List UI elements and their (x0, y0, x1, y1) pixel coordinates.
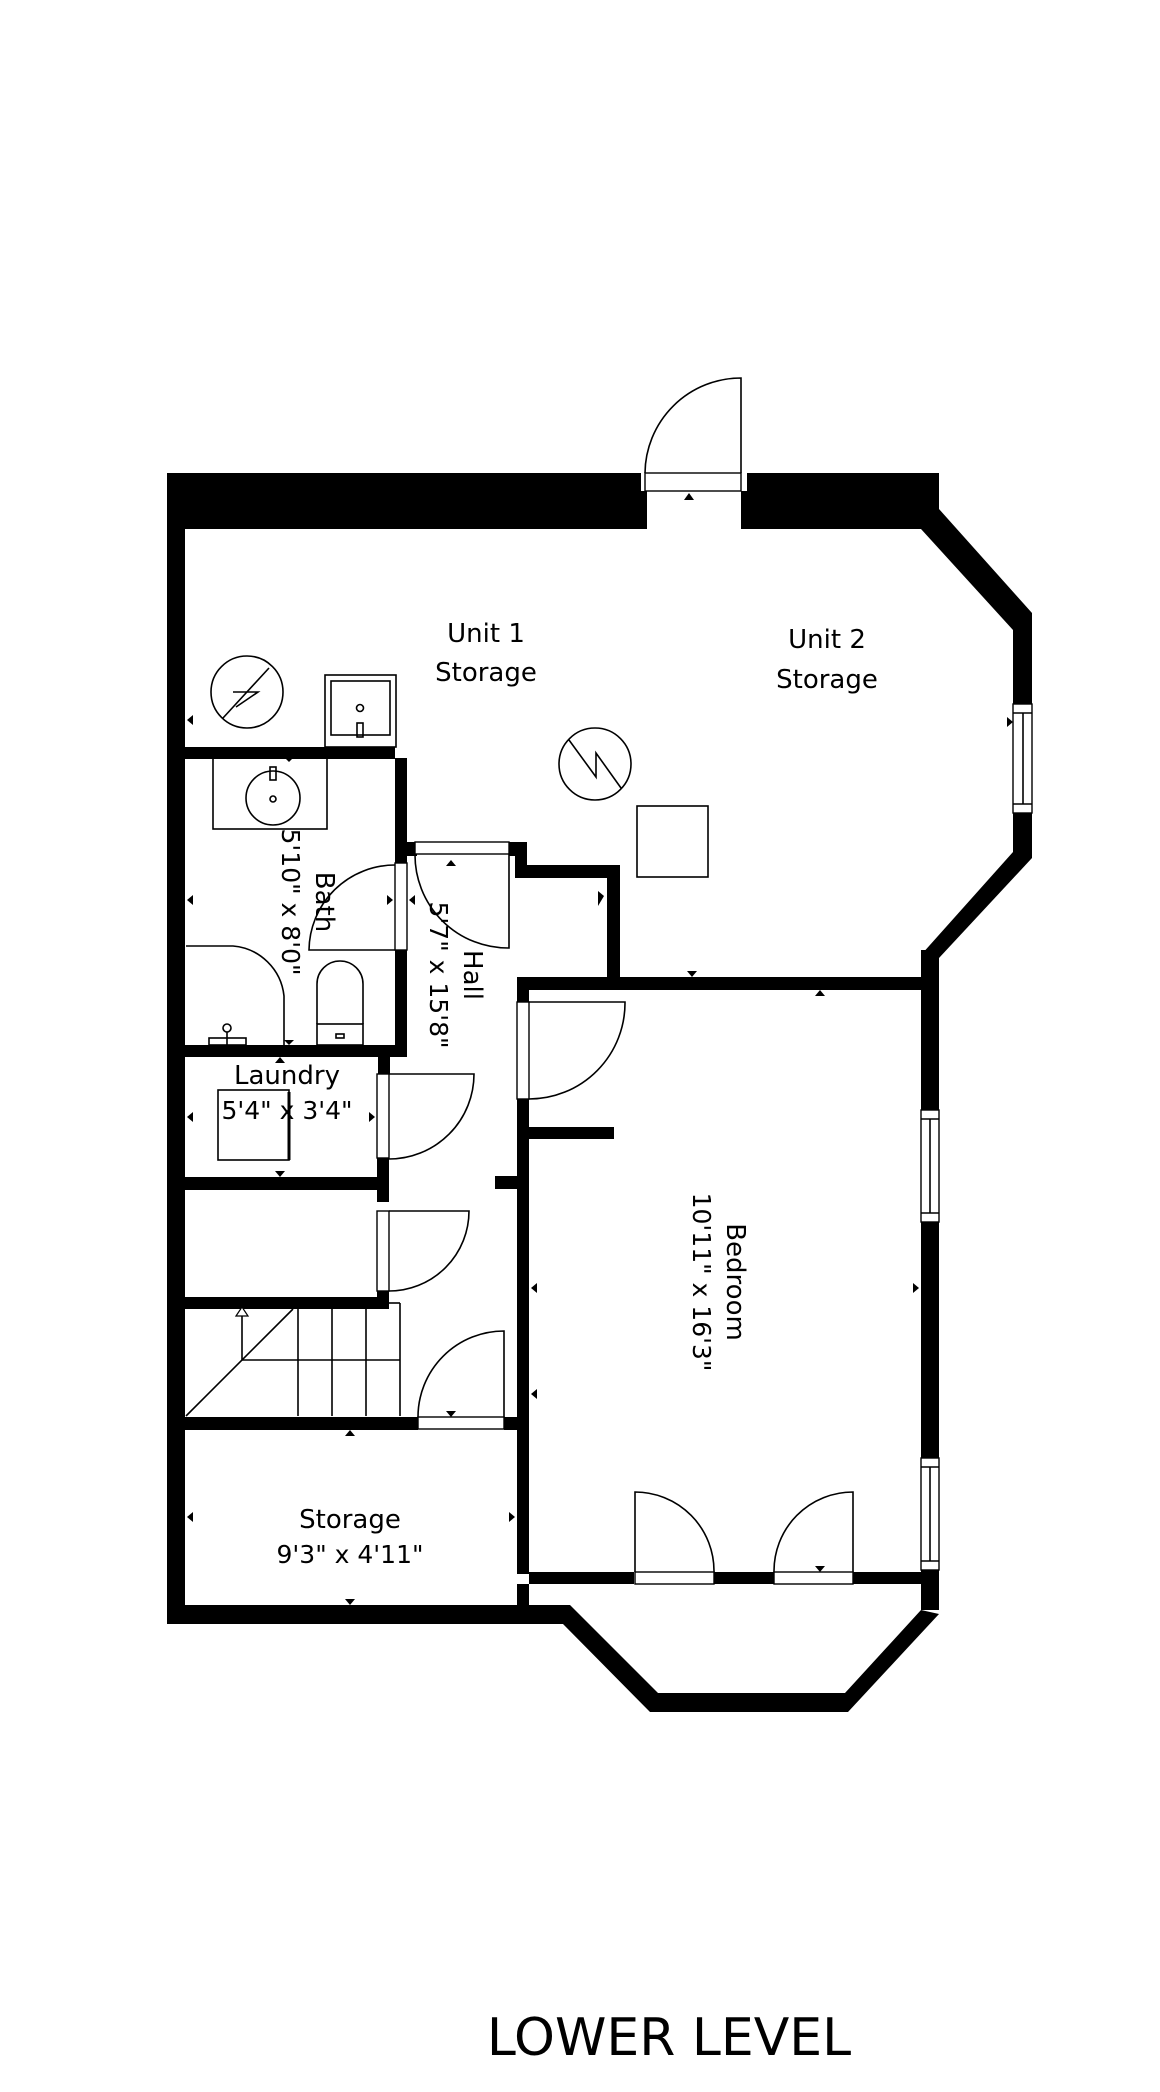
hall-name: Hall (457, 950, 487, 1000)
room-label-laundry: Laundry 5'4" x 3'4" (221, 1061, 352, 1125)
bath-door (308, 862, 408, 951)
bath-name: Bath (309, 872, 339, 932)
level-label: LOWER LEVEL (487, 2008, 851, 2068)
storage-door (417, 1330, 505, 1430)
windows (920, 703, 1033, 1571)
utility-sink-icon (324, 674, 397, 748)
bathroom-sink-icon (212, 757, 328, 830)
bath-dims: 5'10" x 8'0" (276, 829, 305, 976)
closet-door (376, 1210, 470, 1292)
entry-door (644, 377, 742, 492)
window-bedroom-lower (920, 1457, 940, 1571)
interior-walls (185, 747, 939, 1624)
hall-door (414, 841, 510, 949)
hall-dims: 5'7" x 15'8" (424, 902, 453, 1049)
room-label-bath: Bath 5'10" x 8'0" (276, 829, 339, 976)
shower-icon (186, 945, 285, 1046)
laundry-door (376, 1073, 475, 1160)
washer-icon (217, 1089, 291, 1161)
window-unit2 (1012, 703, 1033, 814)
bedroom-name: Bedroom (720, 1223, 750, 1341)
bay-door-right (773, 1491, 854, 1585)
bedroom-door (516, 1001, 626, 1100)
stairs-icon (185, 1302, 401, 1417)
unit1-name-line1: Unit 1 (447, 619, 525, 649)
room-label-bedroom: Bedroom 10'11" x 16'3" (687, 1193, 750, 1372)
storage-dims: 9'3" x 4'11" (277, 1540, 424, 1569)
unit1-name-line2: Storage (435, 658, 537, 688)
bedroom-dims: 10'11" x 16'3" (687, 1193, 716, 1372)
doors (308, 377, 854, 1585)
laundry-dims: 5'4" x 3'4" (221, 1096, 352, 1125)
exterior-walls (167, 473, 1032, 1712)
furnace-icon (636, 805, 709, 878)
room-label-hall: Hall 5'7" x 15'8" (424, 902, 487, 1049)
electric-panel-icon (210, 655, 284, 729)
storage-name: Storage (299, 1505, 401, 1535)
room-label-unit2: Unit 2 Storage (776, 625, 878, 695)
unit2-name-line1: Unit 2 (788, 625, 866, 655)
toilet-icon (316, 960, 364, 1046)
water-heater-icon (558, 727, 632, 801)
bay-door-left (634, 1491, 715, 1585)
dimension-markers (187, 493, 1013, 1605)
window-bedroom-upper (920, 1109, 940, 1223)
room-label-unit1: Unit 1 Storage (435, 619, 537, 688)
room-label-storage: Storage 9'3" x 4'11" (277, 1505, 424, 1569)
laundry-name: Laundry (234, 1061, 340, 1091)
unit2-name-line2: Storage (776, 665, 878, 695)
